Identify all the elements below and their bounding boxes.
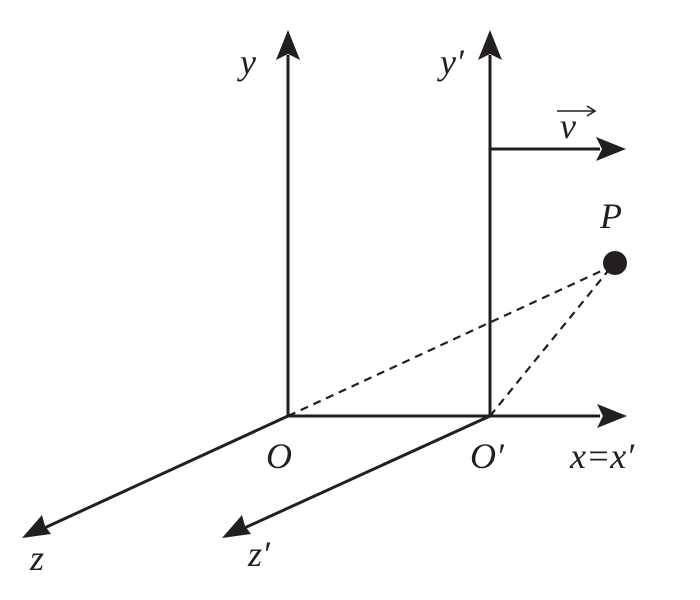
x-axis — [288, 404, 627, 428]
velocity-label: v — [557, 105, 597, 146]
x-axis-arrowhead-icon — [597, 404, 627, 428]
z-axis — [22, 414, 289, 538]
dashed-line-from-o-prime — [489, 265, 613, 417]
velocity-label-text: v — [560, 106, 576, 146]
point-p-label: P — [599, 196, 622, 236]
z-prime-axis-label: z′ — [247, 534, 271, 574]
position-lines — [287, 265, 613, 417]
z-axis-label: z — [29, 538, 44, 578]
z-prime-axis-arrowhead-icon — [222, 515, 251, 538]
z-prime-axis — [222, 414, 491, 538]
y-axis — [276, 30, 300, 416]
origin-label: O — [266, 436, 292, 476]
y-prime-axis-arrowhead-icon — [478, 30, 502, 60]
y-prime-axis — [478, 30, 502, 416]
dashed-line-from-o — [287, 265, 613, 417]
velocity-arrowhead-icon — [596, 137, 626, 161]
velocity-arrow — [490, 137, 626, 161]
y-prime-axis-label: y′ — [437, 42, 465, 82]
point-p-marker-icon — [603, 251, 627, 275]
y-axis-arrowhead-icon — [276, 30, 300, 60]
z-axis-arrowhead-icon — [22, 515, 51, 538]
x-axis-label: x=x′ — [569, 436, 635, 476]
y-axis-label: y — [237, 42, 256, 82]
origin-prime-label: O′ — [470, 436, 505, 476]
vector-arrow-icon — [557, 105, 597, 117]
